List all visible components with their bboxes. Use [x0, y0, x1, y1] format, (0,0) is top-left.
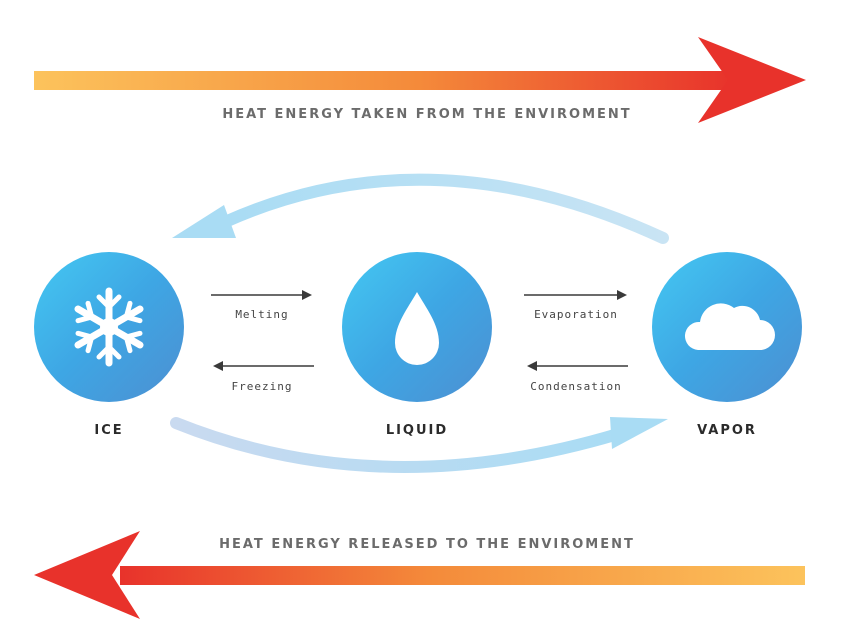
ice-circle: [34, 252, 184, 402]
heat-released-arrow: [34, 531, 805, 619]
liquid-label: LIQUID: [385, 423, 449, 438]
vapor-circle: [652, 252, 802, 402]
melting-arrow: [211, 290, 312, 300]
evaporation-label: Evaporation: [534, 308, 618, 321]
freezing-label: Freezing: [231, 380, 293, 393]
liquid-circle: [342, 252, 492, 402]
vapor-label: VAPOR: [697, 423, 757, 438]
evaporation-arrow: [524, 290, 627, 300]
heat-released-caption: HEAT ENERGY RELEASED TO THE ENVIROMENT: [219, 537, 635, 552]
cloud-icon: [684, 303, 775, 350]
heat-taken-caption: HEAT ENERGY TAKEN FROM THE ENVIROMENT: [222, 107, 632, 122]
condensation-arrow: [527, 361, 628, 371]
melting-label: Melting: [235, 308, 289, 321]
heat-taken-arrow: [34, 37, 806, 123]
water-drop-icon: [395, 292, 439, 365]
ice-to-vapor-cycle-arrow: [170, 417, 668, 473]
vapor-to-ice-cycle-arrow: [172, 173, 669, 244]
condensation-label: Condensation: [530, 380, 622, 393]
freezing-arrow: [213, 361, 314, 371]
ice-label: ICE: [94, 423, 124, 438]
snowflake-icon: [74, 287, 144, 367]
